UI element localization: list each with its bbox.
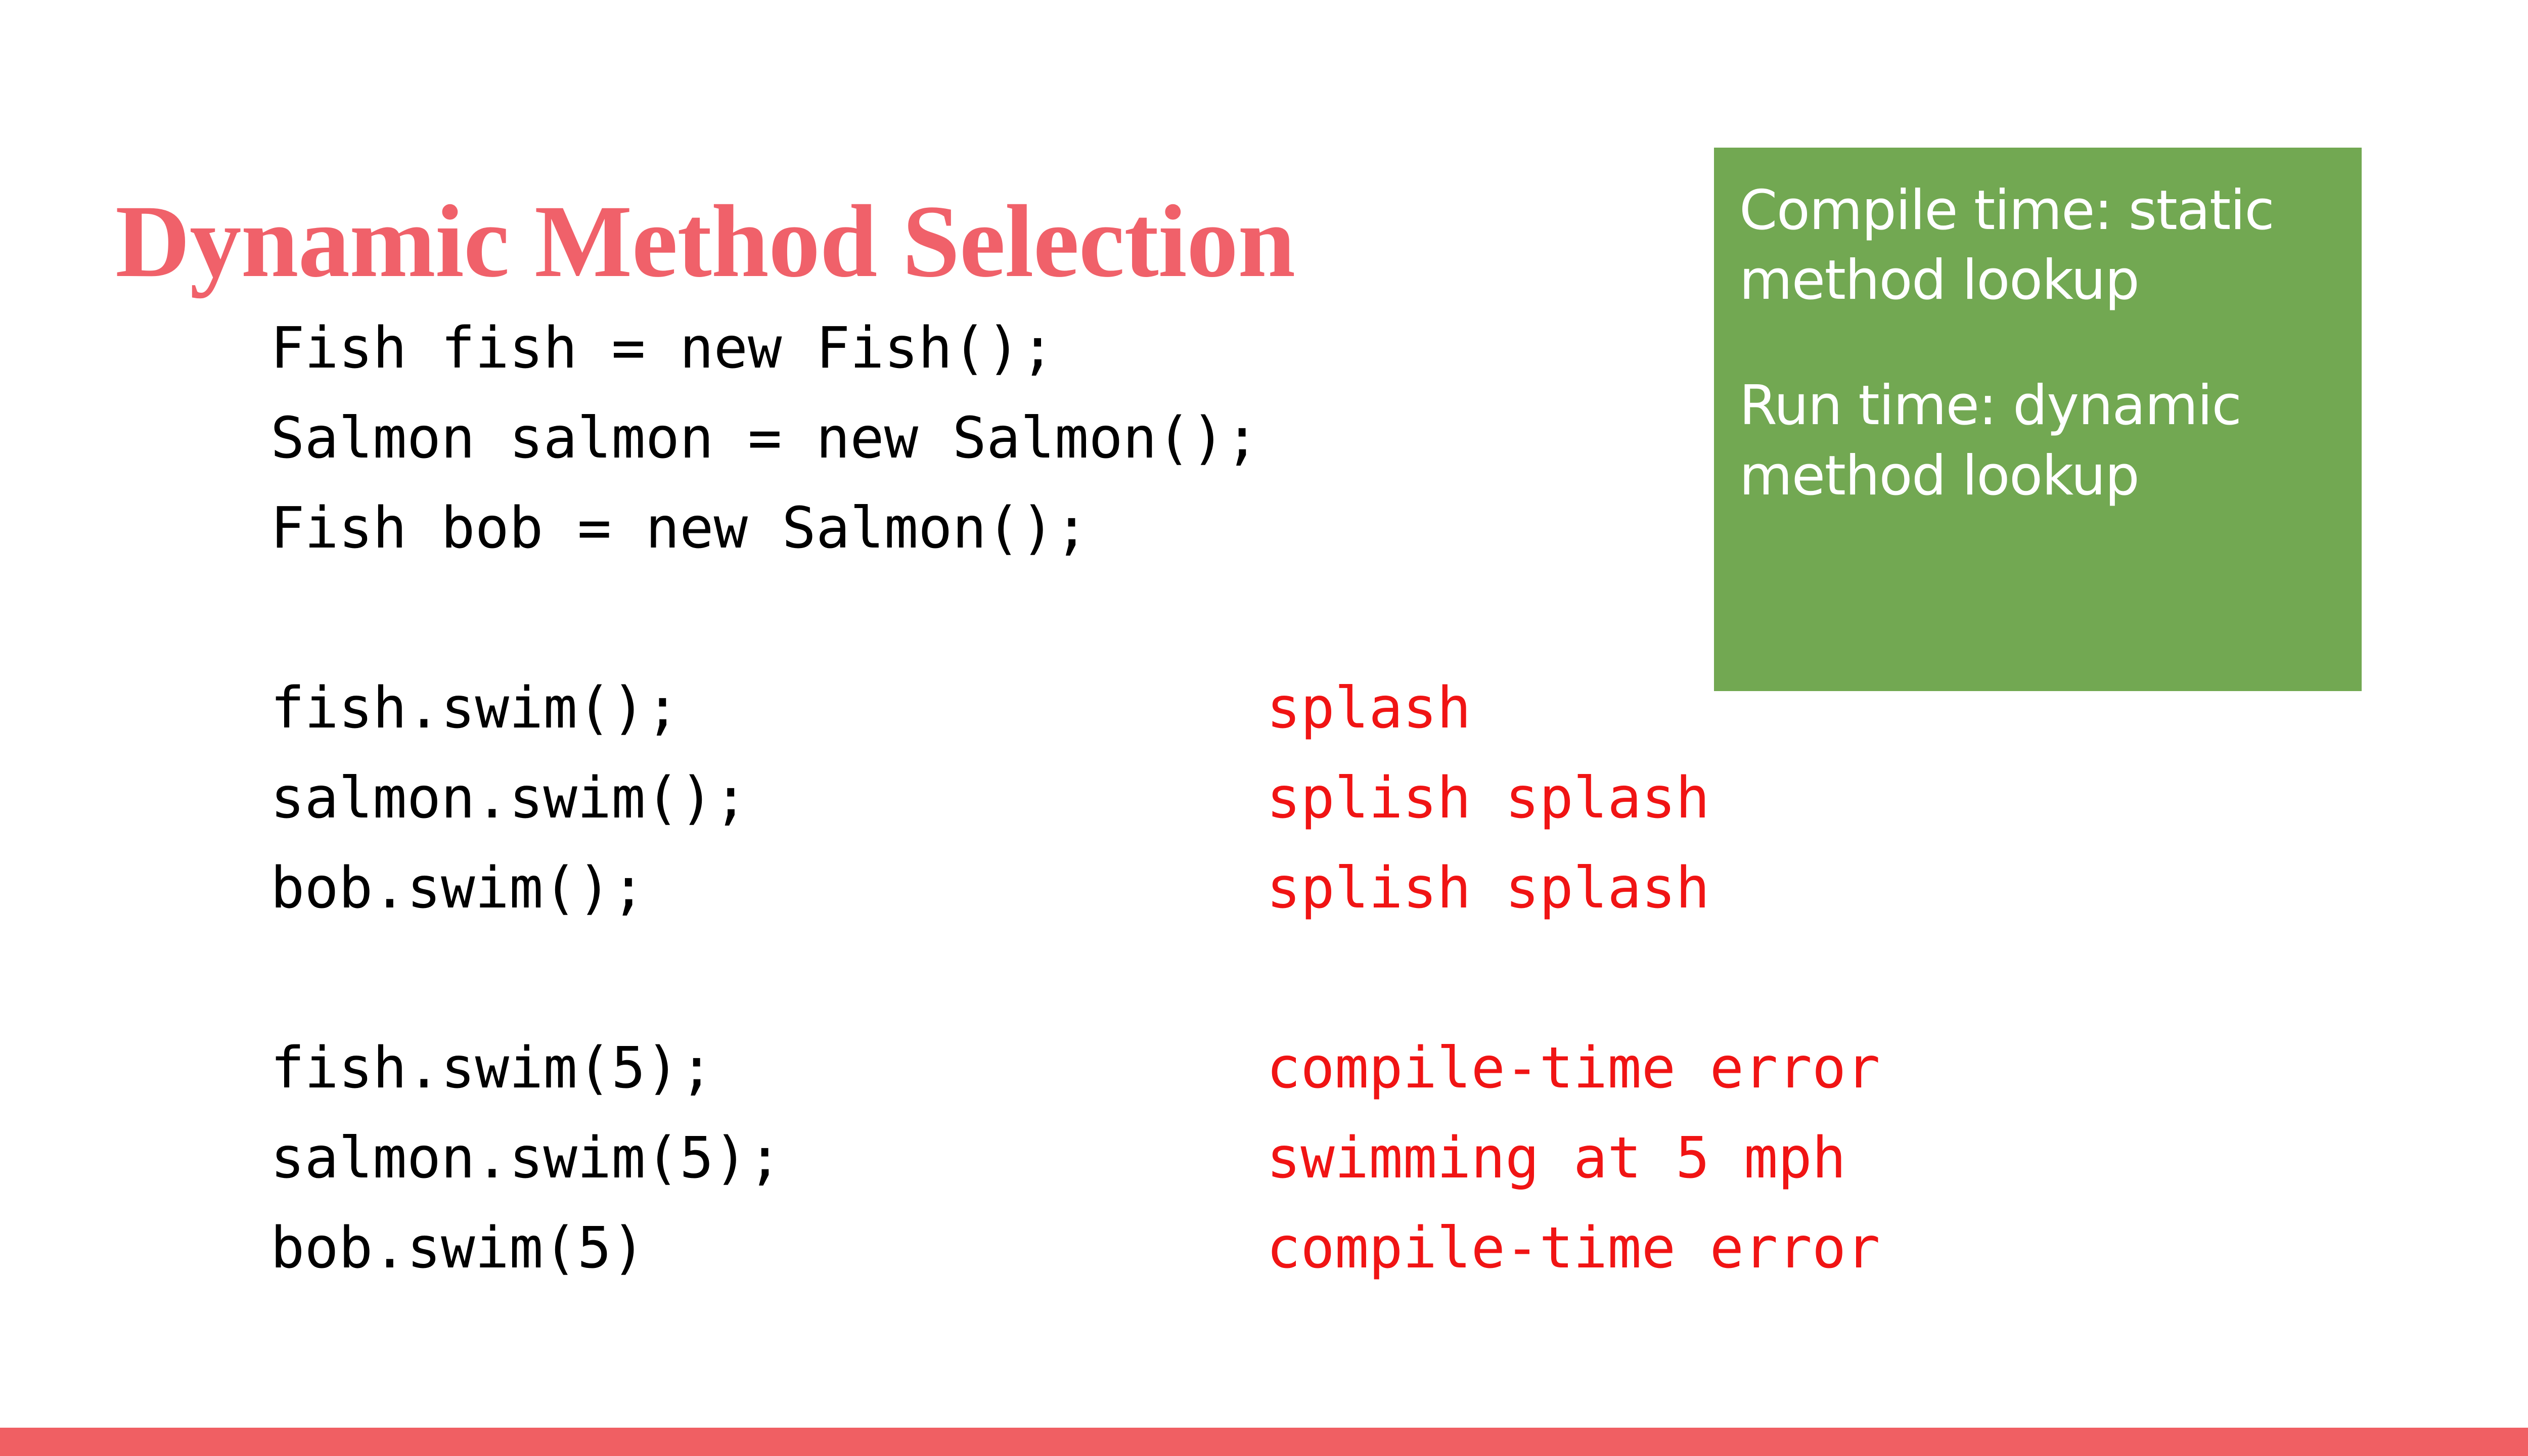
code-statement: bob.swim(5) <box>270 1215 646 1281</box>
code-row: bob.swim(5) compile-time error <box>270 1203 2293 1293</box>
code-row: salmon.swim(5); swimming at 5 mph <box>270 1113 2293 1203</box>
code-statement: salmon.swim(5); <box>270 1125 782 1191</box>
code-listing: Fish fish = new Fish(); Salmon salmon = n… <box>270 303 2293 1293</box>
code-row: Salmon salmon = new Salmon(); <box>270 393 2293 483</box>
bottom-accent-bar <box>0 1428 2528 1456</box>
code-statement: Salmon salmon = new Salmon(); <box>270 405 1259 471</box>
code-statement: bob.swim(); <box>270 855 646 921</box>
code-row: fish.swim(); splash <box>270 663 2293 753</box>
callout-line-run-time: Run time: dynamic method lookup <box>1739 374 2242 508</box>
code-row: Fish bob = new Salmon(); <box>270 483 2293 573</box>
code-row: Fish fish = new Fish(); <box>270 303 2293 393</box>
code-statement: Fish bob = new Salmon(); <box>270 495 1089 561</box>
code-output: compile-time error <box>1267 1215 1880 1281</box>
code-row: salmon.swim(); splish splash <box>270 753 2293 843</box>
code-statement: fish.swim(); <box>270 675 680 741</box>
code-statement: fish.swim(5); <box>270 1035 714 1101</box>
code-row-blank <box>270 573 2293 663</box>
callout-box: Compile time: static method lookup Run t… <box>1714 148 2362 691</box>
callout-line-compile-time: Compile time: static method lookup <box>1739 179 2275 312</box>
code-output: compile-time error <box>1267 1035 1880 1101</box>
code-output: splash <box>1267 675 1471 741</box>
page-title: Dynamic Method Selection <box>115 184 1295 299</box>
code-statement: salmon.swim(); <box>270 765 748 831</box>
code-row: bob.swim(); splish splash <box>270 843 2293 933</box>
code-output: swimming at 5 mph <box>1267 1125 1846 1191</box>
code-statement: Fish fish = new Fish(); <box>270 315 1055 381</box>
code-output: splish splash <box>1267 765 1710 831</box>
code-output: splish splash <box>1267 855 1710 921</box>
code-row: fish.swim(5); compile-time error <box>270 1023 2293 1113</box>
code-row-blank <box>270 933 2293 1023</box>
